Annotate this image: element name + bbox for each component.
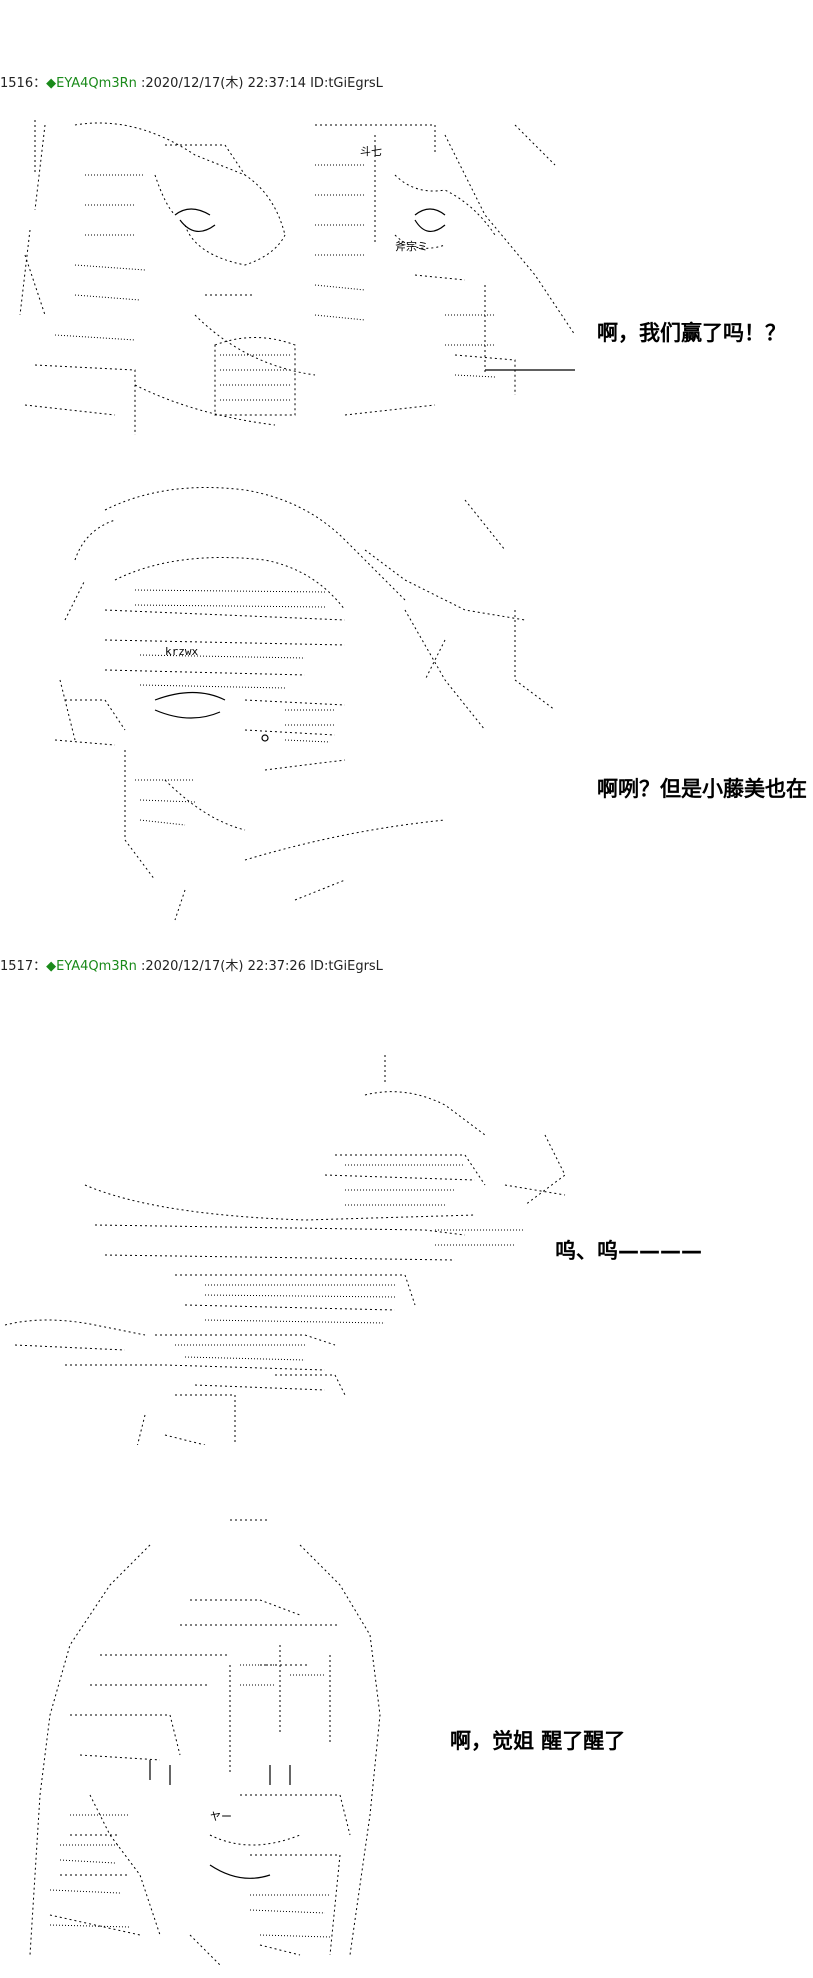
art-label-c: krzwx: [165, 645, 198, 658]
caption-panel-4: 啊，觉姐 醒了醒了: [450, 1729, 626, 1753]
poster-trip[interactable]: ◆EYA4Qm3Rn: [46, 959, 137, 974]
ascii-art-panel-2: krzwx: [45, 480, 605, 930]
post-header-1516: 1516：◆EYA4Qm3Rn :2020/12/17(木) 22:37:14 …: [0, 72, 383, 91]
post-header-1517: 1517：◆EYA4Qm3Rn :2020/12/17(木) 22:37:26 …: [0, 955, 383, 974]
post-separator: ：: [33, 76, 47, 91]
ascii-art-figure-2: krzwx: [54, 487, 556, 921]
post-number: 1516: [0, 76, 34, 91]
ascii-art-panel-4: ヤー: [10, 1515, 410, 1970]
post-number: 1517: [0, 959, 34, 974]
art-label-d: ヤー: [210, 1810, 232, 1823]
art-label-b: 斧宗ミ: [395, 239, 428, 253]
art-label-a: 斗七: [360, 145, 382, 158]
ascii-art-figure-4: ヤー: [29, 1519, 381, 1966]
ascii-art-panel-1: 斗七 斧宗ミ: [15, 115, 595, 435]
poster-trip[interactable]: ◆EYA4Qm3Rn: [46, 76, 137, 91]
post-meta: :2020/12/17(木) 22:37:26 ID:tGiEgrsL: [136, 959, 383, 974]
ascii-art-figure-3: [5, 1055, 566, 1445]
ascii-art-panel-3: [5, 1045, 595, 1445]
caption-panel-3: 呜、呜————: [555, 1239, 702, 1263]
post-meta: :2020/12/17(木) 22:37:14 ID:tGiEgrsL: [136, 76, 383, 91]
caption-panel-1: 啊，我们赢了吗！？: [597, 321, 786, 345]
caption-panel-2: 啊咧？但是小藤美也在: [597, 777, 807, 801]
ascii-art-figure-1: 斗七 斧宗ミ: [19, 120, 576, 435]
post-separator: ：: [33, 959, 47, 974]
